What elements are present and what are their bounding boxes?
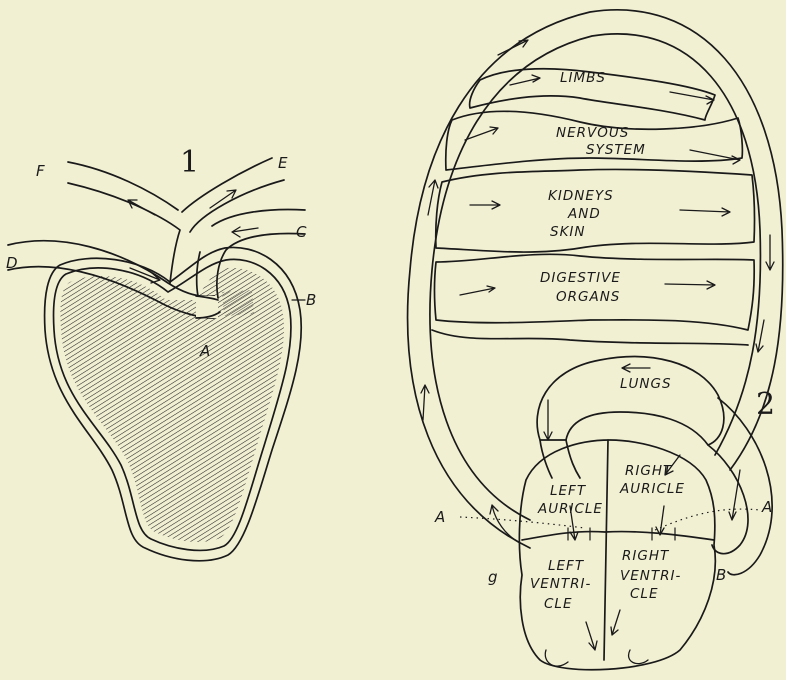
label-a-right: A xyxy=(761,498,772,516)
label-nervous: NERVOUS xyxy=(556,125,629,141)
arrow-d xyxy=(130,268,160,283)
label-left-ventricle-1: LEFT xyxy=(548,558,585,574)
label-and: AND xyxy=(567,206,601,222)
label-b-fig2: B xyxy=(716,566,726,584)
valve-hatching xyxy=(222,290,254,316)
arrow-f xyxy=(128,200,155,215)
label-right-auricle-1: RIGHT xyxy=(625,463,673,479)
label-g: g xyxy=(488,568,498,586)
label-lungs: LUNGS xyxy=(620,376,672,392)
label-f: F xyxy=(36,162,45,180)
label-e: E xyxy=(278,154,288,172)
label-right-ventricle-3: CLE xyxy=(630,586,658,602)
trunk-left xyxy=(68,183,180,283)
label-right-ventricle-1: RIGHT xyxy=(622,548,670,564)
figure-2-circulation: LIMBS NERVOUS SYSTEM KIDNEYS AND SKIN DI… xyxy=(408,10,783,670)
arrow-outer-left-up xyxy=(421,385,429,420)
figure-1-heart: 1 F E C D B A xyxy=(6,145,316,561)
vessel-c-upper xyxy=(212,210,305,226)
heart-outline xyxy=(519,440,715,670)
vessel-f-lower xyxy=(68,162,178,210)
label-right-auricle-2: AURICLE xyxy=(619,481,685,497)
arrow-outer-top xyxy=(498,40,528,55)
arrow-left-to-heart xyxy=(490,505,520,543)
label-left-auricle-1: LEFT xyxy=(550,483,587,499)
label-digestive: DIGESTIVE xyxy=(540,270,621,286)
label-b: B xyxy=(306,291,316,309)
label-skin: SKIN xyxy=(550,224,586,240)
label-kidneys: KIDNEYS xyxy=(548,188,614,204)
heart-septum xyxy=(604,440,608,660)
lungs-loop xyxy=(537,357,724,445)
av-division xyxy=(522,532,714,540)
label-left-auricle-2: AURICLE xyxy=(537,501,603,517)
label-c: C xyxy=(296,223,307,241)
label-d: D xyxy=(6,254,18,272)
vessel-e-lower xyxy=(190,180,284,232)
label-system: SYSTEM xyxy=(586,142,646,158)
label-a-left: A xyxy=(434,508,445,526)
label-organs: ORGANS xyxy=(556,289,620,305)
label-limbs: LIMBS xyxy=(560,70,606,86)
arrow-c xyxy=(232,227,258,237)
label-right-ventricle-2: VENTRI- xyxy=(620,568,681,584)
label-a: A xyxy=(199,342,210,360)
figure-2-number: 2 xyxy=(756,387,775,422)
label-left-ventricle-2: VENTRI- xyxy=(530,576,591,592)
figure-1-number: 1 xyxy=(180,145,199,180)
arrow-outer-right-down xyxy=(766,235,774,270)
label-left-ventricle-3: CLE xyxy=(544,596,572,612)
